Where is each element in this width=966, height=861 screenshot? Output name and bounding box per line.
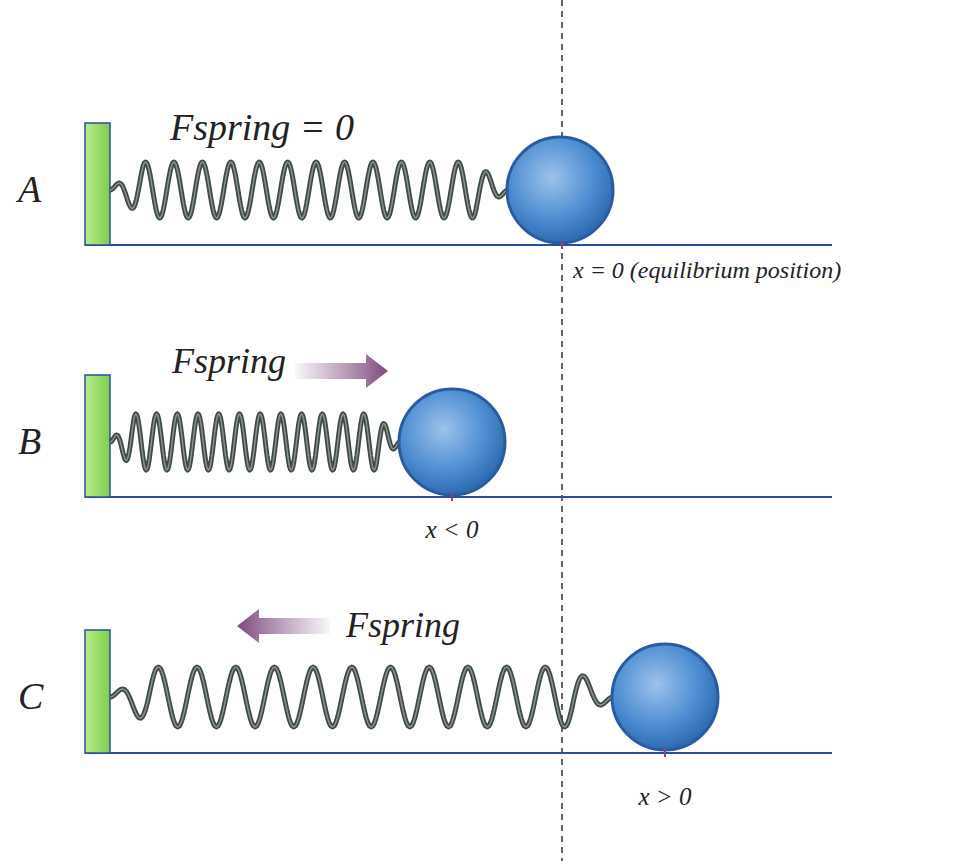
spring-coil [110,667,613,727]
force-label: Fspring = 0 [170,107,354,149]
floor-line [85,496,832,498]
wall [85,123,110,245]
row-letter: C [18,676,43,718]
position-tick [561,240,563,249]
spring [110,414,400,470]
position-tick [664,748,666,757]
wall [85,630,110,753]
mass-ball [399,389,505,495]
spring-coil [110,162,508,218]
force-arrow [295,354,388,388]
spring-highlight [110,667,613,727]
wall [85,375,110,497]
position-tick [451,492,453,501]
floor-line [85,752,832,754]
spring-highlight [110,162,508,218]
force-label: Fspring [346,606,460,646]
force-arrow [237,609,330,643]
mass-ball [612,644,718,750]
force-label: Fspring [172,342,286,382]
equilibrium-line [561,0,563,861]
spring-coil [110,414,400,470]
row-letter: A [18,169,41,211]
position-label: x > 0 [639,783,692,811]
spring-highlight [110,414,400,470]
equilibrium-label: x = 0 (equilibrium position) [573,257,841,283]
mass-ball [507,137,613,243]
position-label: x < 0 [426,516,479,544]
spring [110,667,613,727]
row-letter: B [18,421,41,463]
spring [110,162,508,218]
floor-line [85,244,832,246]
